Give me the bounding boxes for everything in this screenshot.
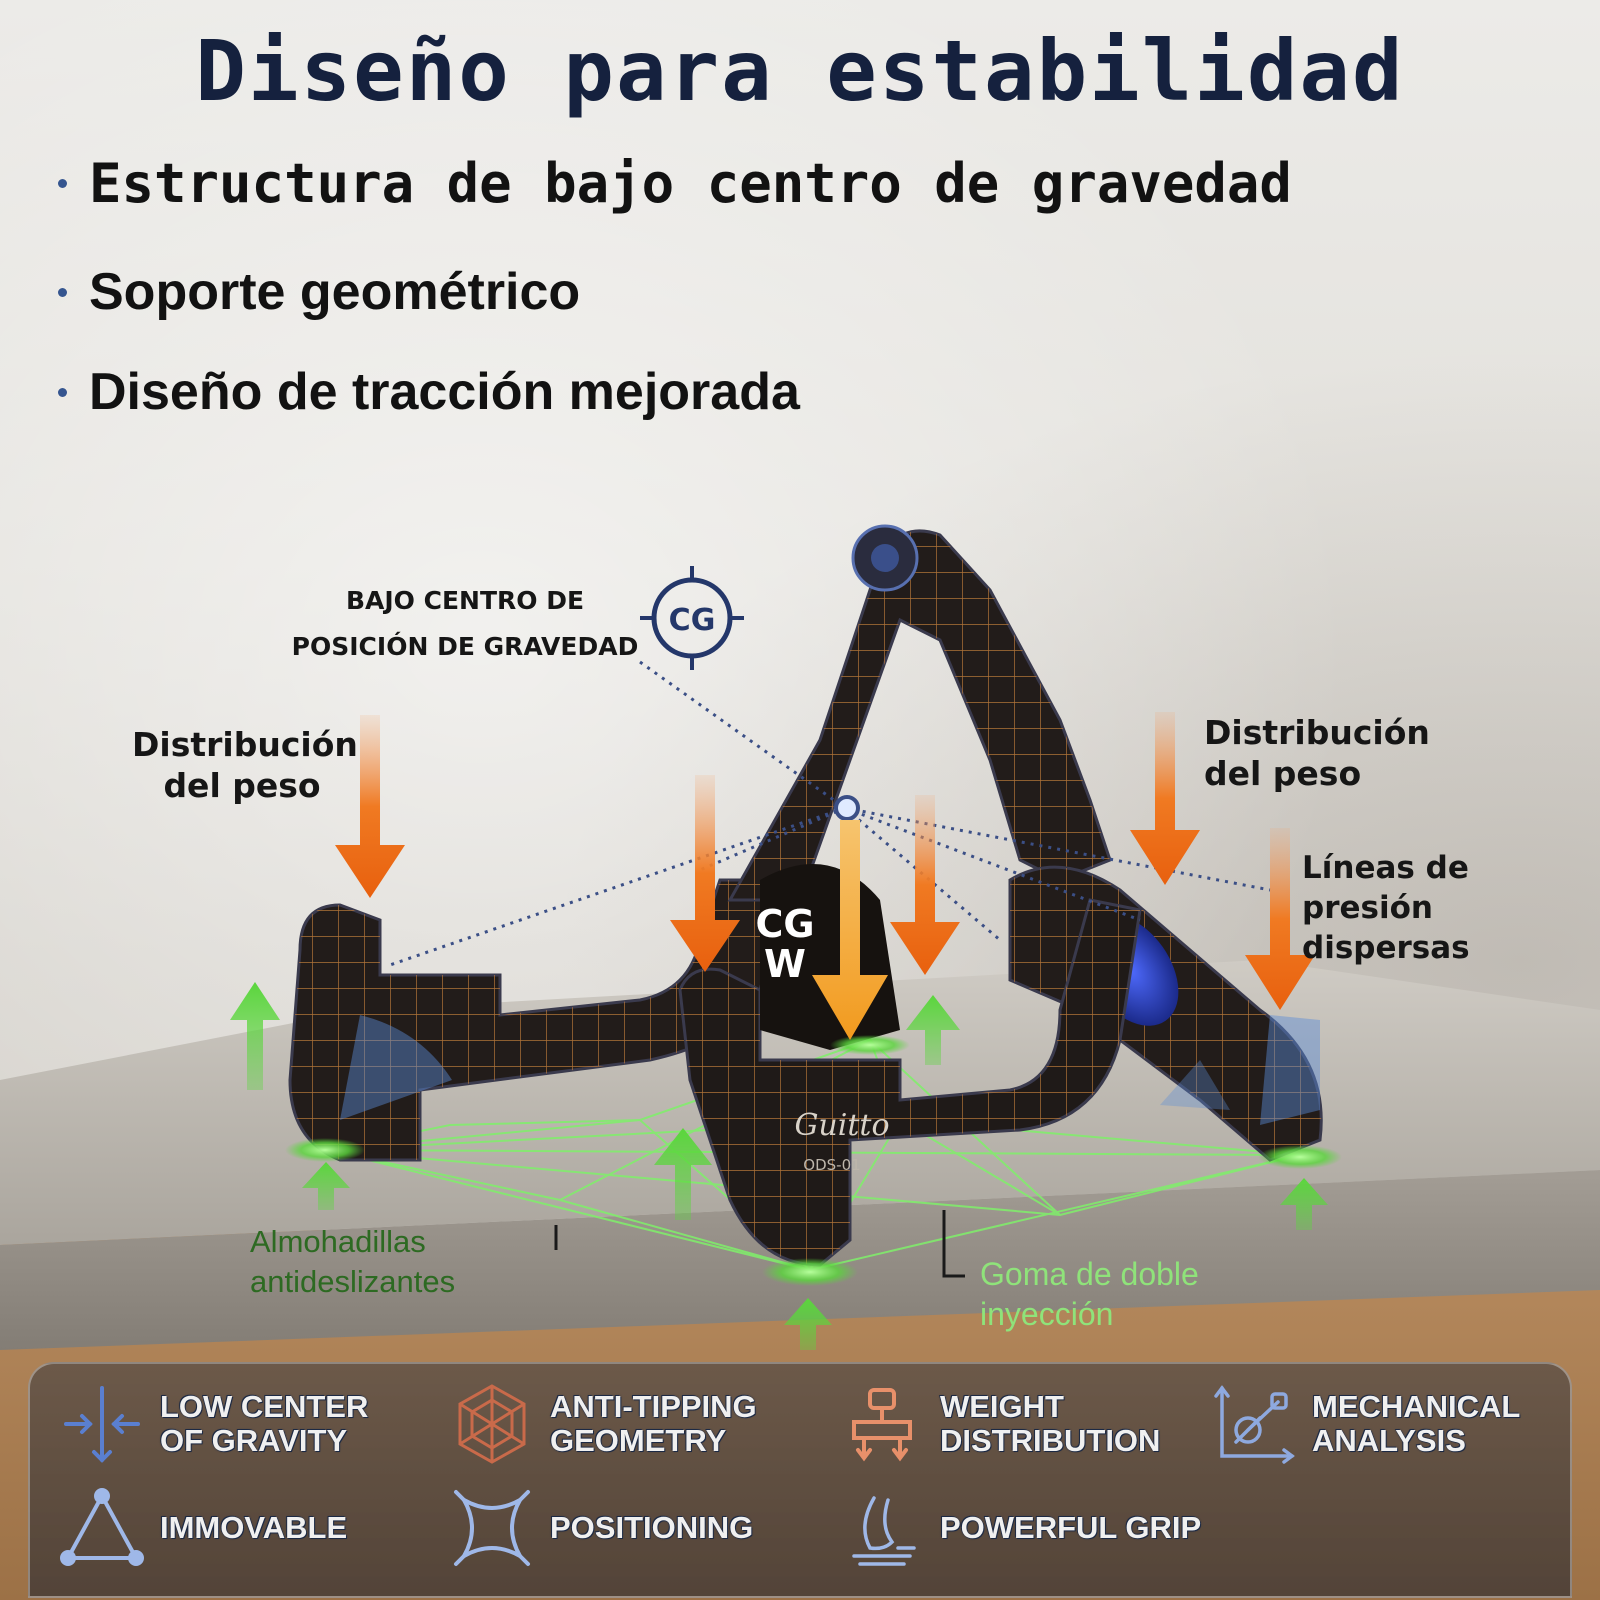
feature-label: POSITIONING [550, 1510, 754, 1545]
green-arrow-up-icon [784, 1298, 832, 1350]
orange-arrow-down-icon [1130, 712, 1200, 885]
feature-item: ANTI-TIPPING GEOMETRY [450, 1382, 757, 1466]
bullet-text: Soporte geométrico [89, 263, 581, 321]
brand-logo: Guitto [794, 1108, 889, 1143]
feature-item: LOW CENTER OF GRAVITY [60, 1382, 368, 1466]
right-grip-fan-2 [1160, 1060, 1230, 1110]
callout-double-injection: Goma de doble inyección [980, 1256, 1199, 1332]
callout-pressure-lines: Líneas de presión dispersas [1302, 850, 1470, 966]
bullet-item: Soporte geométrico [58, 262, 580, 322]
feature-item: POSITIONING [450, 1486, 753, 1570]
green-arrow-up-icon [230, 982, 280, 1090]
callout-weight-right: Distribución del peso [1204, 713, 1430, 793]
positioning-icon [454, 1490, 530, 1566]
stand-left-leg-mesh [290, 880, 790, 1160]
mechanical-analysis-icon [1214, 1385, 1295, 1464]
feature-item: WEIGHT DISTRIBUTION [840, 1382, 1160, 1466]
green-arrow-up-icon [654, 1128, 712, 1220]
green-arrow-up-icon [906, 995, 960, 1065]
feature-panel: LOW CENTER OF GRAVITY ANTI-TIPPING GEOME… [28, 1362, 1572, 1598]
cg-target-icon [640, 566, 744, 670]
bullet-dot-icon [58, 287, 67, 297]
stand-front-leg-mesh [680, 900, 1140, 1265]
hinge-center [871, 544, 899, 572]
grip-icon [852, 1496, 916, 1566]
triangle-icon [60, 1488, 144, 1566]
feature-label: IMMOVABLE [160, 1510, 348, 1545]
feature-label: MECHANICAL ANALYSIS [1312, 1389, 1521, 1458]
model-number: ODS-01 [803, 1156, 860, 1174]
goma-leader-line [942, 1210, 965, 1278]
bullet-text: Estructura de bajo centro de gravedad [89, 152, 1292, 215]
bullet-text: Diseño de tracción mejorada [89, 363, 800, 421]
feature-item: POWERFUL GRIP [840, 1486, 1201, 1570]
cg-gravity-arrow-icon [812, 820, 888, 1040]
page-title: Diseño para estabilidad [195, 22, 1405, 120]
callout-low-gravity: BAJO CENTRO DE POSICIÓN DE GRAVEDAD [291, 586, 639, 661]
stand-a-frame-mesh [730, 530, 1110, 900]
feature-item: IMMOVABLE [60, 1486, 347, 1570]
callout-weight-left: Distribución del peso [132, 725, 358, 805]
left-grip-fan [340, 1015, 452, 1120]
reaction-arrows [230, 982, 1328, 1350]
bullet-dot-icon [58, 179, 67, 188]
green-arrow-up-icon [1280, 1178, 1328, 1230]
feature-label: ANTI-TIPPING GEOMETRY [550, 1389, 757, 1458]
weight-icon [852, 1388, 912, 1462]
bullet-item: Estructura de bajo centro de gravedad [58, 152, 1292, 215]
contact-glow-left [285, 1138, 365, 1162]
geometry-icon [458, 1384, 526, 1464]
green-arrow-up-icon [302, 1162, 350, 1210]
cg-point-icon [834, 795, 860, 821]
orange-arrow-down-icon [1245, 828, 1315, 1010]
orange-arrow-down-icon [670, 775, 740, 972]
feature-label: POWERFUL GRIP [940, 1510, 1202, 1545]
contact-glow-front [762, 1258, 858, 1286]
low-center-icon [64, 1386, 140, 1463]
feature-label: LOW CENTER OF GRAVITY [160, 1389, 369, 1458]
callout-anti-slip-pads: Almohadillas antideslizantes [250, 1224, 456, 1299]
contact-glow-right [1258, 1145, 1342, 1169]
cg-badge-text: CG [669, 603, 716, 638]
cg-weight-label: CG W [755, 902, 815, 986]
right-grip-fan [1260, 1015, 1320, 1125]
feature-label: WEIGHT DISTRIBUTION [940, 1389, 1161, 1458]
contact-glow-center [830, 1035, 910, 1055]
orange-arrow-down-icon [335, 715, 405, 898]
bullet-item: Diseño de tracción mejorada [58, 362, 800, 422]
bullet-dot-icon [58, 387, 67, 397]
orange-arrow-down-icon [890, 795, 960, 975]
feature-item: MECHANICAL ANALYSIS [1212, 1382, 1520, 1466]
weight-arrows [335, 712, 1315, 1040]
